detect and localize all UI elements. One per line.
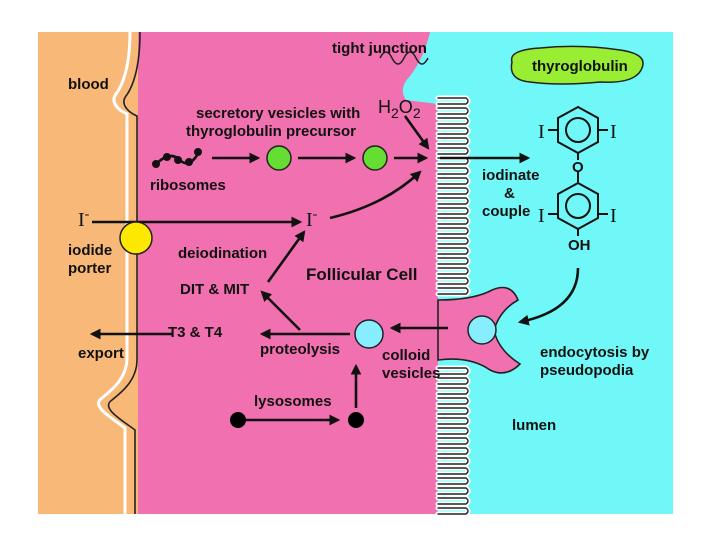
ring-top-right-iodine: I [610,121,617,143]
microvillus [437,427,469,435]
label-tight-junction: tight junction [332,40,427,57]
microvillus [437,147,469,155]
label-follicular-cell: Follicular Cell [306,265,417,284]
label-iodide-ion-blood: I- [78,207,90,231]
microvillus [437,267,469,275]
microvillus [437,417,469,425]
microvillus [437,367,469,375]
microvillus [437,207,469,215]
apical-membrane [435,95,471,517]
microvillus [437,247,469,255]
iodide-porter [119,221,153,255]
microvillus [437,507,469,515]
label-export: export [78,345,124,362]
microvillus [437,387,469,395]
microvillus [437,277,469,285]
label-h2o2: H2O2 [378,97,421,121]
thyroglobulin-blob [510,45,644,85]
label-colloid-1: colloid [382,347,430,364]
microvillus [437,197,469,205]
tight-junction-fringe [379,51,429,65]
microvillus [437,227,469,235]
microvillus [437,467,469,475]
ring-bottom-right-iodine: I [610,205,617,227]
label-endocytosis-2: pseudopodia [540,362,634,379]
lysosome-1 [230,412,246,428]
label-secretory-vesicles-2: thyroglobulin precursor [186,123,356,140]
label-lysosomes: lysosomes [254,393,332,410]
microvillus [437,497,469,505]
arrows [89,115,580,426]
label-ribosomes: ribosomes [150,177,226,194]
microvillus [437,127,469,135]
microvillus [437,377,469,385]
microvillus [437,107,469,115]
arrow-proteolysis-to-dit [260,290,301,331]
microvillus [437,437,469,445]
label-colloid-2: vesicles [382,365,440,382]
label-lumen: lumen [512,417,556,434]
microvillus [437,187,469,195]
microvillus [437,447,469,455]
follicular-cell-body [138,32,438,514]
arrow-h2o2-to-apex [403,115,430,150]
microvillus [437,487,469,495]
ring-top-left-iodine: I [538,121,545,143]
thyroxine-structure [548,105,608,236]
microvillus [437,137,469,145]
endocytic-vesicle [467,315,497,345]
microvillus [437,237,469,245]
ribosomes-cluster [152,148,202,168]
label-t3-t4: T3 & T4 [168,324,223,341]
label-dit-mit: DIT & MIT [180,281,249,298]
label-endocytosis-1: endocytosis by [540,344,650,361]
secretory-vesicle-1 [266,145,292,171]
ring-oxygen: O [572,159,584,176]
label-iodinate: iodinate [482,167,540,184]
microvillus [437,407,469,415]
label-deiodination: deiodination [178,245,267,262]
microvillus [437,257,469,265]
arrow-dit-to-iodide [266,230,306,283]
microvillus [437,117,469,125]
microvillus [437,477,469,485]
microvillus [437,177,469,185]
microvillus [437,397,469,405]
label-iodide-ion-cell: I- [306,207,318,231]
ring-hydroxyl: OH [568,237,591,254]
label-proteolysis: proteolysis [260,341,340,358]
secretory-vesicle-2 [362,145,388,171]
label-iodide-porter-1: iodide [68,242,112,259]
label-iodide-porter-2: porter [68,260,112,277]
label-blood: blood [68,76,109,93]
microvillus [437,97,469,105]
label-thyroglobulin: thyroglobulin [532,58,628,75]
arrow-thyroglobulin-to-endocytosis [517,267,580,326]
colloid-vesicle [354,319,384,349]
ring-bottom-left-iodine: I [538,205,545,227]
label-secretory-vesicles-1: secretory vesicles with [196,105,360,122]
lysosome-2 [348,412,364,428]
microvillus [437,217,469,225]
microvillus [437,457,469,465]
arrow-iodide-to-apex [329,170,422,220]
label-couple: couple [482,203,530,220]
label-ampersand: & [504,185,515,202]
microvillus [437,287,469,295]
microvillus [437,167,469,175]
